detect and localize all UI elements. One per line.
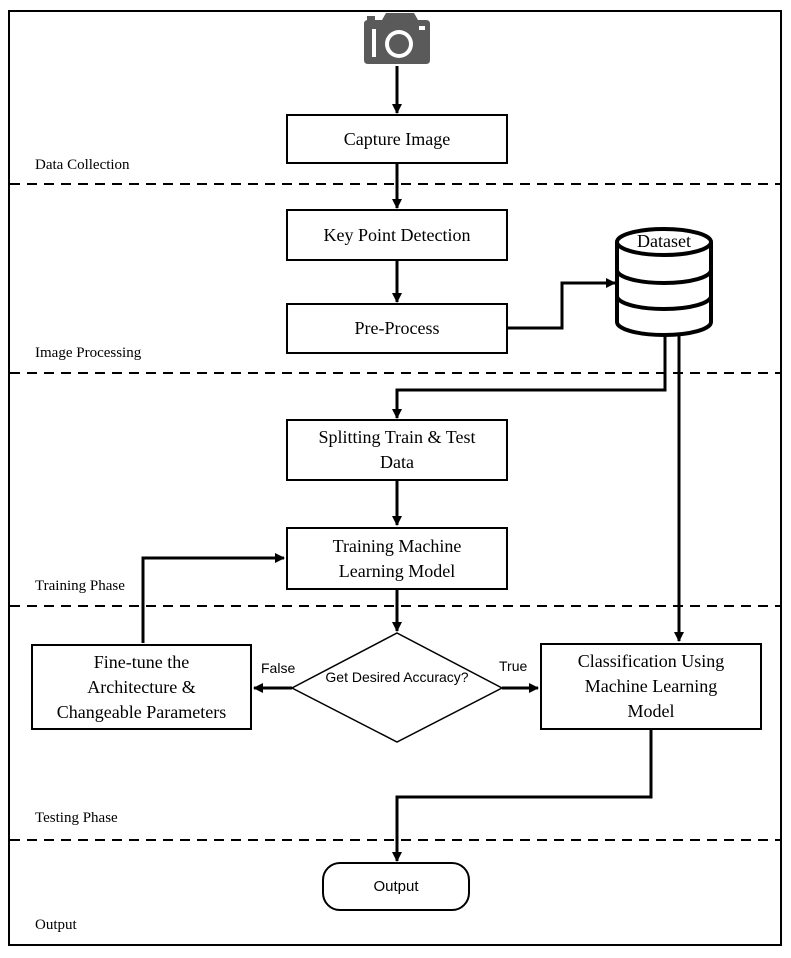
node-classification-label: Classification Using Machine Learning Mo…: [577, 651, 725, 721]
phase-label-image-processing: Image Processing: [35, 345, 142, 361]
phase-label-testing: Testing Phase: [35, 810, 118, 826]
arrow-classify-to-output: [392, 730, 653, 862]
node-pre-process: Pre-Process: [286, 303, 508, 354]
node-capture-image-label: Capture Image: [343, 128, 451, 149]
edge-label-false: False: [261, 660, 296, 676]
arrow-dataset-to-split: [392, 336, 667, 419]
node-capture-image: Capture Image: [286, 114, 508, 164]
arrow-preprocess-to-dataset: [507, 278, 616, 330]
edge-label-true: True: [499, 658, 528, 674]
node-split-data: Splitting Train & Test Data: [286, 419, 508, 481]
node-output: Output: [322, 862, 470, 911]
node-classification: Classification Using Machine Learning Mo…: [540, 643, 762, 730]
decision-diamond: [290, 632, 504, 743]
node-key-point-detection-label: Key Point Detection: [323, 224, 471, 245]
node-fine-tune-label: Fine-tune the Architecture & Changeable …: [56, 651, 227, 722]
phase-label-data-collection: Data Collection: [35, 157, 130, 173]
camera-icon: [364, 13, 430, 64]
arrow-finetune-to-train: [141, 553, 285, 643]
node-decision-label: Get Desired Accuracy?: [325, 669, 469, 685]
node-fine-tune: Fine-tune the Architecture & Changeable …: [31, 644, 252, 730]
phase-label-training: Training Phase: [35, 578, 125, 594]
phase-label-output: Output: [35, 917, 77, 933]
database-icon: [615, 227, 713, 337]
node-train-model-label: Training Machine Learning Model: [332, 535, 462, 581]
node-dataset-label: Dataset: [637, 231, 691, 251]
node-key-point-detection: Key Point Detection: [286, 209, 508, 261]
node-output-label: Output: [373, 878, 419, 895]
diagram-frame: [8, 10, 782, 946]
node-split-data-label: Splitting Train & Test Data: [318, 427, 476, 472]
node-train-model: Training Machine Learning Model: [286, 527, 508, 590]
node-pre-process-label: Pre-Process: [354, 318, 440, 338]
